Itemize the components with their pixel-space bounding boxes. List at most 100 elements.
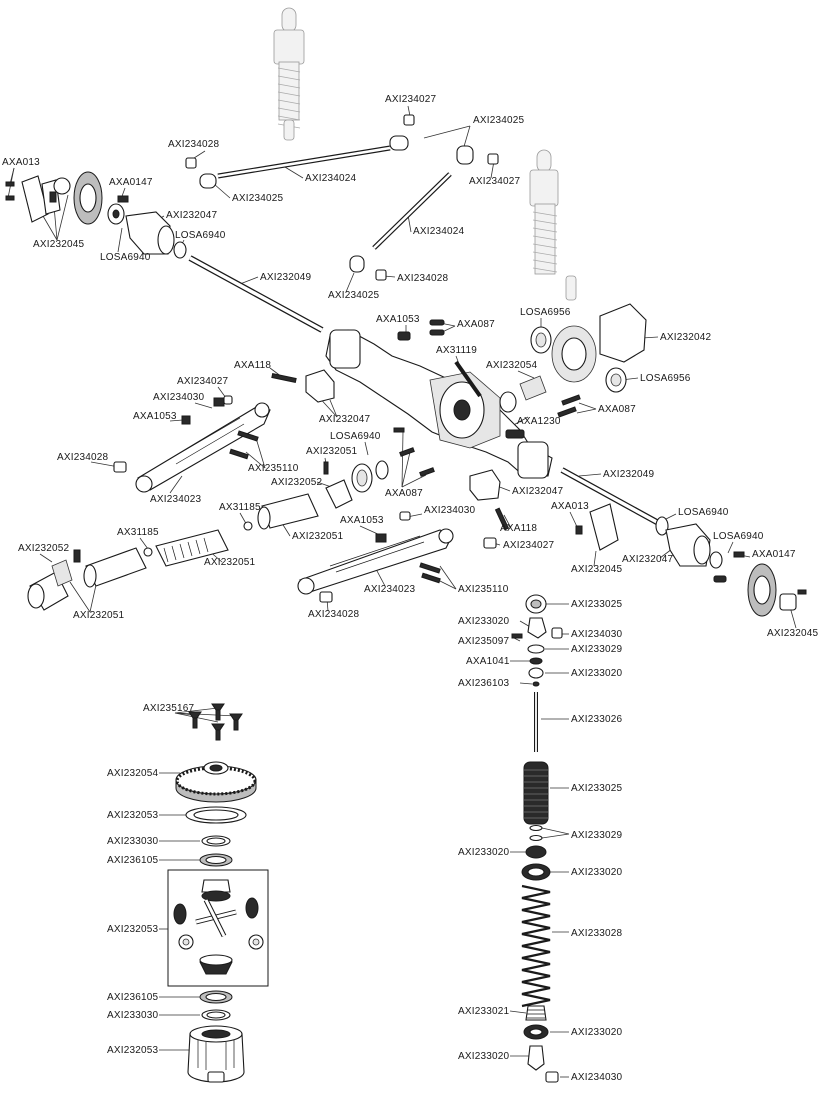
- left-driveshaft-assembly: [27, 493, 319, 611]
- part-label: AXI236105: [107, 992, 159, 1003]
- part-label: AXI234030: [424, 505, 476, 516]
- part-label: LOSA6940: [713, 531, 764, 542]
- part-label: AXI232051: [204, 557, 256, 568]
- part-label: AXI235110: [248, 463, 299, 474]
- part-label: AXI233026: [571, 714, 623, 725]
- part-label: AXI235167: [143, 703, 195, 714]
- part-label: LOSA6956: [640, 373, 691, 384]
- diff-screws: [188, 703, 243, 741]
- diff-spider-gears: [173, 879, 264, 975]
- part-label: AXI233020: [571, 668, 623, 679]
- part-label: AXI233028: [571, 928, 623, 939]
- left-hub-assembly: [5, 171, 187, 259]
- part-label: AXI232049: [603, 469, 655, 480]
- part-label: AXI233029: [571, 830, 623, 841]
- part-label: AXI234027: [503, 540, 555, 551]
- diff-case: [187, 1025, 245, 1083]
- lower-link-right: [297, 511, 497, 603]
- part-label: LOSA6940: [175, 230, 226, 241]
- part-label: AXI236103: [458, 678, 510, 689]
- part-label: AXI233020: [458, 847, 510, 858]
- part-label: AXA118: [500, 523, 537, 534]
- part-label: AXI232047: [166, 210, 218, 221]
- part-label: AXI234023: [364, 584, 416, 595]
- part-label: AXI233020: [458, 1051, 510, 1062]
- part-label: AX31185: [117, 527, 159, 538]
- part-label: AXI234028: [57, 452, 109, 463]
- part-label: AXI232054: [486, 360, 538, 371]
- part-label: AXI233029: [571, 644, 623, 655]
- part-label: LOSA6940: [330, 431, 381, 442]
- right-hub-assembly: [575, 503, 807, 617]
- part-label: AXI232051: [306, 446, 358, 457]
- part-label: AXI232045: [571, 564, 623, 575]
- part-label: AXI234030: [571, 629, 623, 640]
- part-label: LOSA6940: [678, 507, 729, 518]
- lower-link-left: [113, 395, 271, 493]
- part-label: AXI234025: [328, 290, 380, 301]
- part-label: AXI234024: [305, 173, 357, 184]
- part-label: AXI232042: [660, 332, 712, 343]
- part-label: AXA1053: [133, 411, 177, 422]
- part-label: LOSA6956: [520, 307, 571, 318]
- part-label: AXA1230: [517, 416, 561, 427]
- upper-link-rod-2: [349, 145, 499, 281]
- part-label: LOSA6940: [100, 252, 151, 263]
- part-label: AXI234027: [177, 376, 229, 387]
- part-label: AXA1053: [376, 314, 420, 325]
- part-label: AXI232052: [271, 477, 323, 488]
- part-label: AXI232051: [73, 610, 125, 621]
- axle-housing: [325, 319, 553, 479]
- part-label: AXI233030: [107, 1010, 159, 1021]
- shock-absorber-left: [273, 7, 305, 141]
- part-label: AXI232047: [622, 554, 674, 565]
- part-label: AXI232045: [33, 239, 85, 250]
- ring-gear: [175, 761, 257, 803]
- left-axle-shaft: [188, 255, 324, 333]
- part-number-labels: AXA013AXA0147AXI234028AXI234027AXI234025…: [2, 94, 819, 1083]
- part-label: AXI234025: [232, 193, 284, 204]
- part-label: AXI234023: [150, 494, 202, 505]
- part-label: AXI233025: [571, 783, 623, 794]
- part-label: AXI232045: [767, 628, 819, 639]
- shock-exploded-parts: [511, 594, 563, 1083]
- part-label: AXI232047: [319, 414, 371, 425]
- part-label: AXA118: [234, 360, 271, 371]
- coil-spring: [521, 884, 551, 1008]
- part-label: AXI235097: [458, 636, 510, 647]
- part-label: AXI234028: [168, 139, 220, 150]
- upper-link-rod-1: [185, 114, 415, 189]
- part-label: AXI232052: [18, 543, 70, 554]
- part-label: AXI233020: [458, 616, 510, 627]
- shock-absorber-right: [529, 149, 577, 301]
- part-label: AXI234028: [397, 273, 449, 284]
- link-mount-brackets: [271, 369, 510, 531]
- part-label: AXI234024: [413, 226, 465, 237]
- part-label: AXI233020: [571, 867, 623, 878]
- part-label: AXI234027: [469, 176, 521, 187]
- part-label: AXI234027: [385, 94, 437, 105]
- part-label: AXA087: [385, 488, 423, 499]
- part-label: AX31185: [219, 502, 261, 513]
- part-label: AXI234028: [308, 609, 360, 620]
- part-label: AXI233020: [571, 1027, 623, 1038]
- part-label: AXA013: [551, 501, 589, 512]
- part-label: AXI236105: [107, 855, 159, 866]
- part-label: AXA0147: [752, 549, 796, 560]
- part-label: AXA1053: [340, 515, 384, 526]
- part-label: AXI232047: [512, 486, 564, 497]
- right-axle-shaft: [560, 467, 666, 529]
- part-label: AXA087: [598, 404, 636, 415]
- part-label: AXI232049: [260, 272, 312, 283]
- part-label: AXA0147: [109, 177, 153, 188]
- part-label: AXI234030: [571, 1072, 623, 1083]
- part-label: AXI232054: [107, 768, 159, 779]
- part-label: AXI234025: [473, 115, 525, 126]
- part-label: AXI233021: [458, 1006, 510, 1017]
- part-label: AXA1041: [466, 656, 510, 667]
- part-label: AXA087: [457, 319, 495, 330]
- part-label: AXA013: [2, 157, 40, 168]
- part-label: AXI232053: [107, 1045, 159, 1056]
